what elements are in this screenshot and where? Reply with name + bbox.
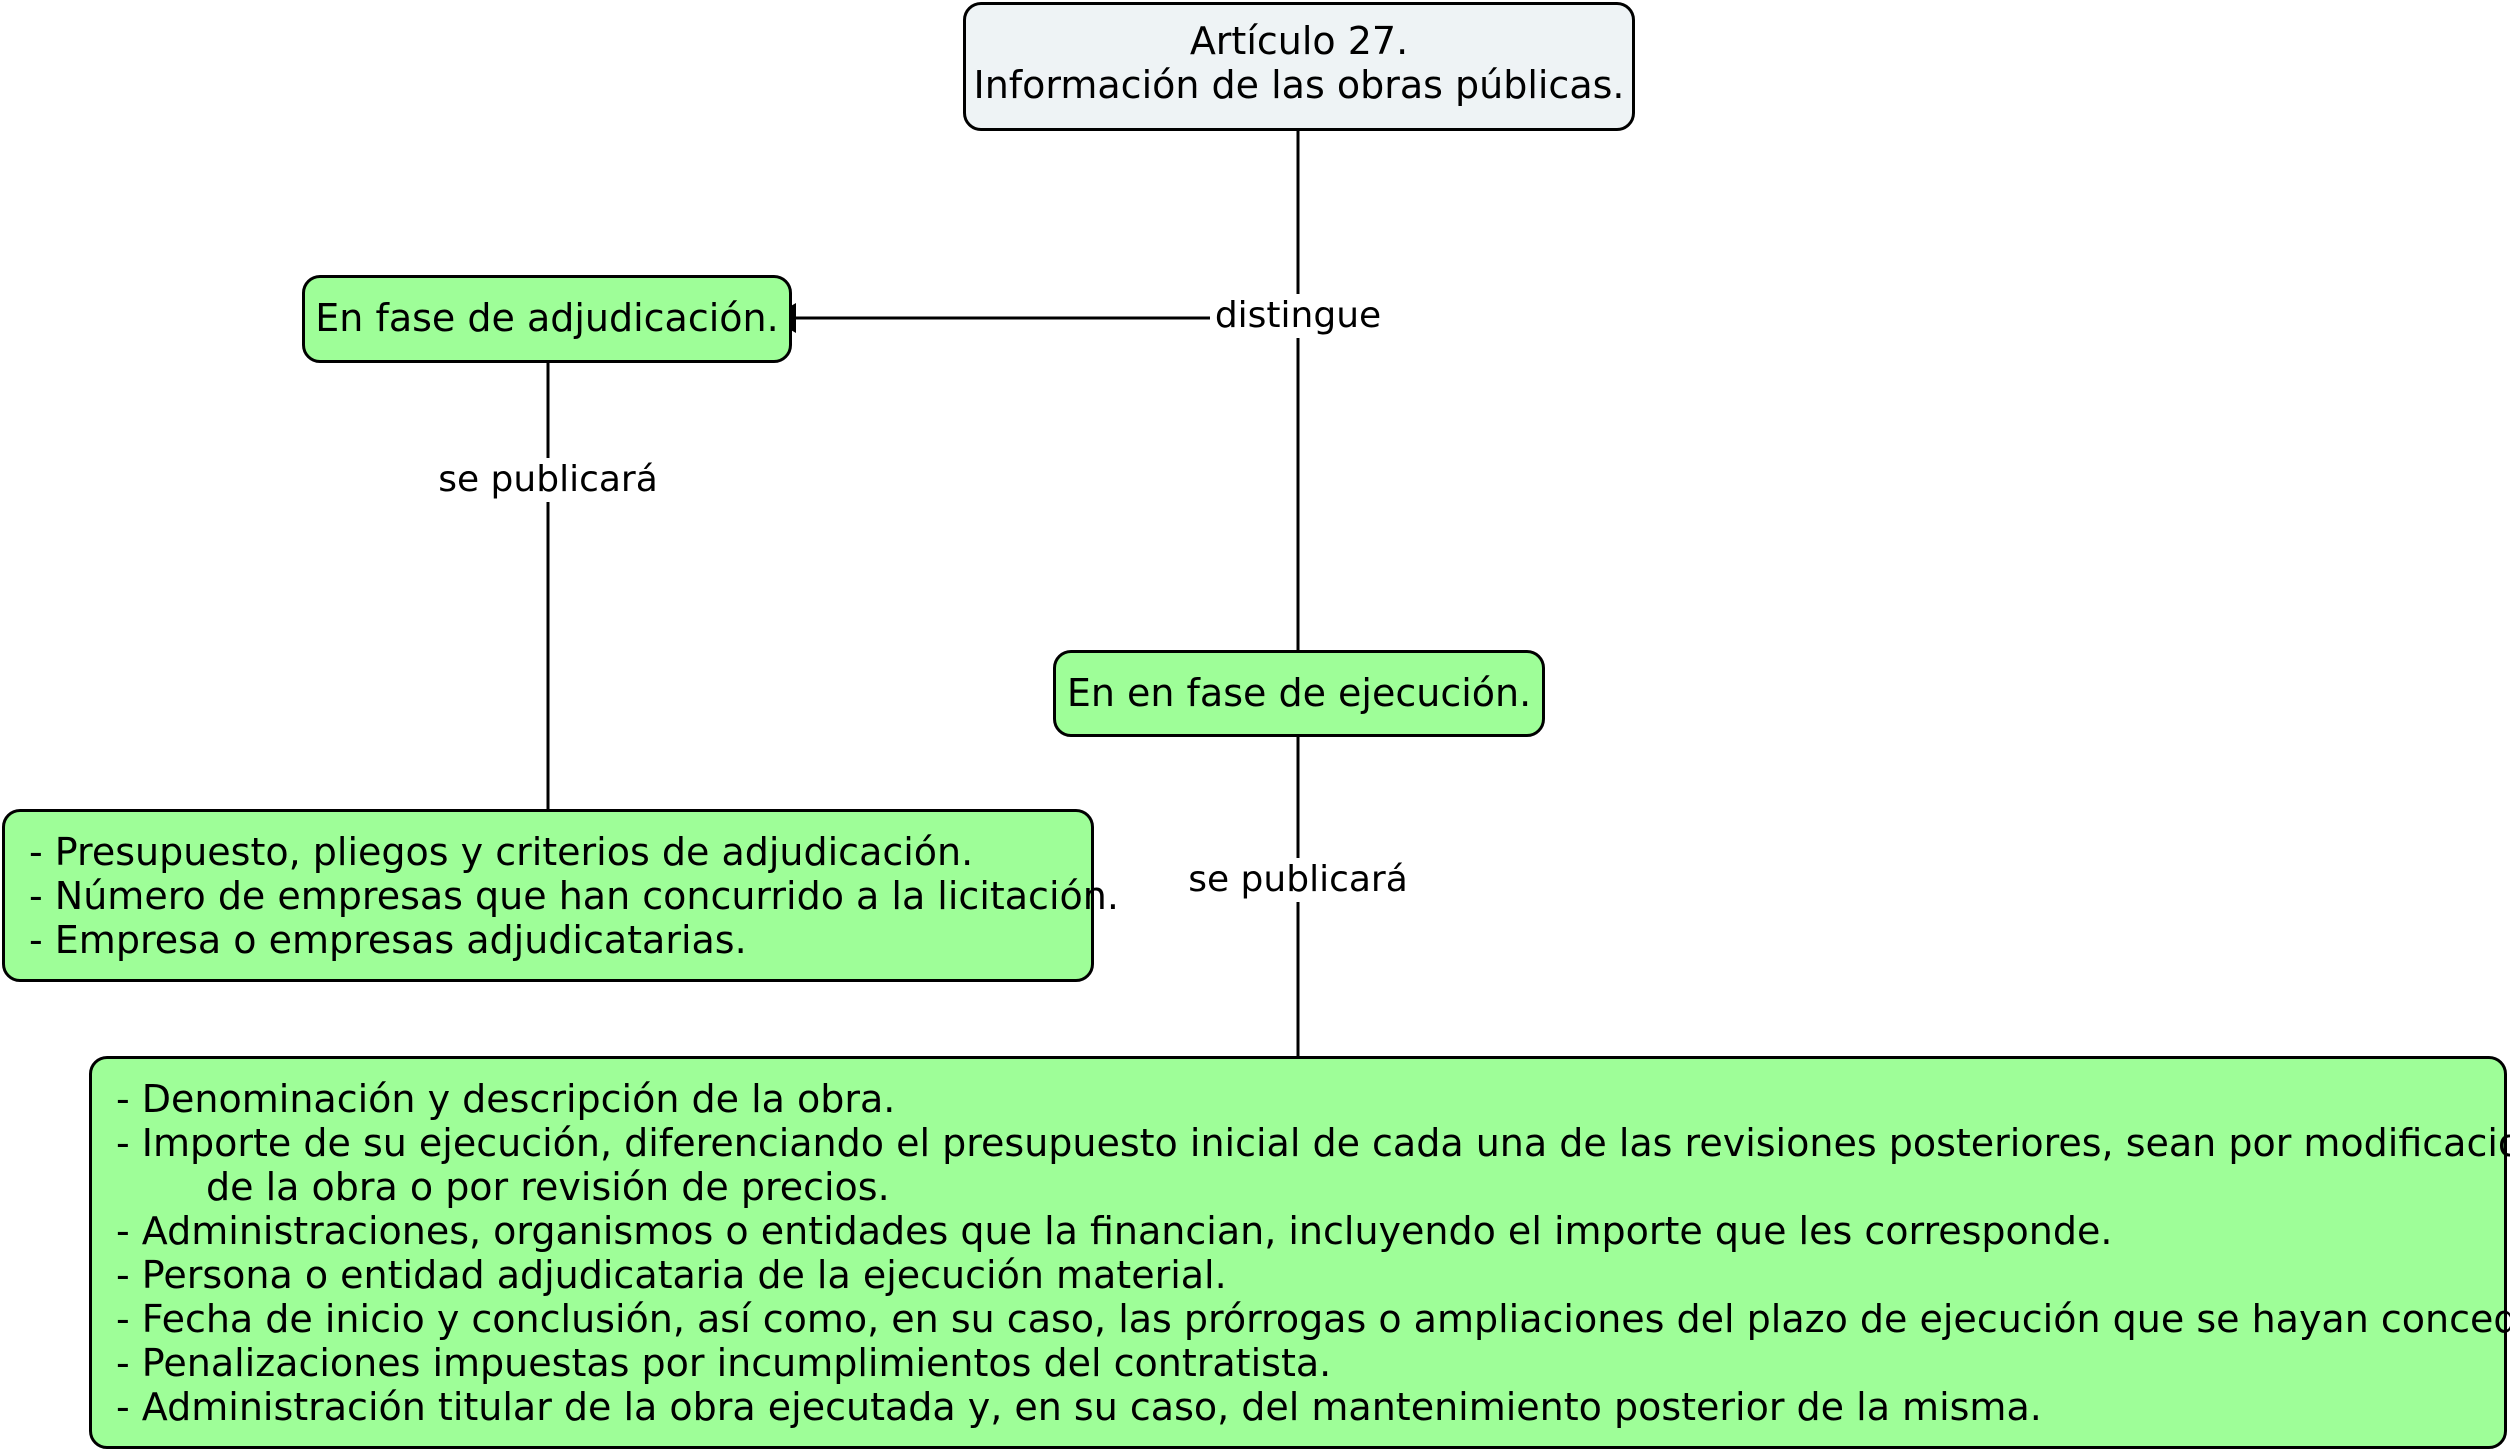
list-item-continuation: de la obra o por revisión de precios. xyxy=(206,1165,890,1209)
concept-ejecucion[interactable]: En en fase de ejecución. xyxy=(1053,650,1545,737)
root-title-line1: Artículo 27. xyxy=(1189,19,1409,63)
concept-root[interactable]: Artículo 27. Información de las obras pú… xyxy=(963,2,1635,131)
list-item: - Importe de su ejecución, diferenciando… xyxy=(116,1121,2510,1165)
link-label-se-publicara-ejecucion: se publicará xyxy=(1184,858,1412,902)
list-item: - Administraciones, organismos o entidad… xyxy=(116,1209,2113,1253)
link-label-se-publicara-adjudicacion: se publicará xyxy=(434,458,662,502)
concept-adjudicacion[interactable]: En fase de adjudicación. xyxy=(302,275,792,363)
link-label-distingue: distingue xyxy=(1210,294,1386,338)
list-item: - Administración titular de la obra ejec… xyxy=(116,1385,2042,1429)
adjudicacion-label: En fase de adjudicación. xyxy=(315,296,779,340)
list-item: - Fecha de inicio y conclusión, así como… xyxy=(116,1297,2510,1341)
list-item: - Persona o entidad adjudicataria de la … xyxy=(116,1253,1227,1297)
concept-adjudicacion-items[interactable]: - Presupuesto, pliegos y criterios de ad… xyxy=(2,809,1119,982)
list-item: - Número de empresas que han concurrido … xyxy=(29,874,1119,918)
root-title-line2: Información de las obras públicas. xyxy=(973,63,1625,107)
list-item: - Denominación y descripción de la obra. xyxy=(116,1077,896,1121)
list-item: - Empresa o empresas adjudicatarias. xyxy=(29,918,747,962)
list-item: - Presupuesto, pliegos y criterios de ad… xyxy=(29,830,974,874)
list-item: - Penalizaciones impuestas por incumplim… xyxy=(116,1341,1332,1385)
ejecucion-label: En en fase de ejecución. xyxy=(1066,671,1532,715)
concept-ejecucion-items[interactable]: - Denominación y descripción de la obra.… xyxy=(89,1056,2510,1449)
